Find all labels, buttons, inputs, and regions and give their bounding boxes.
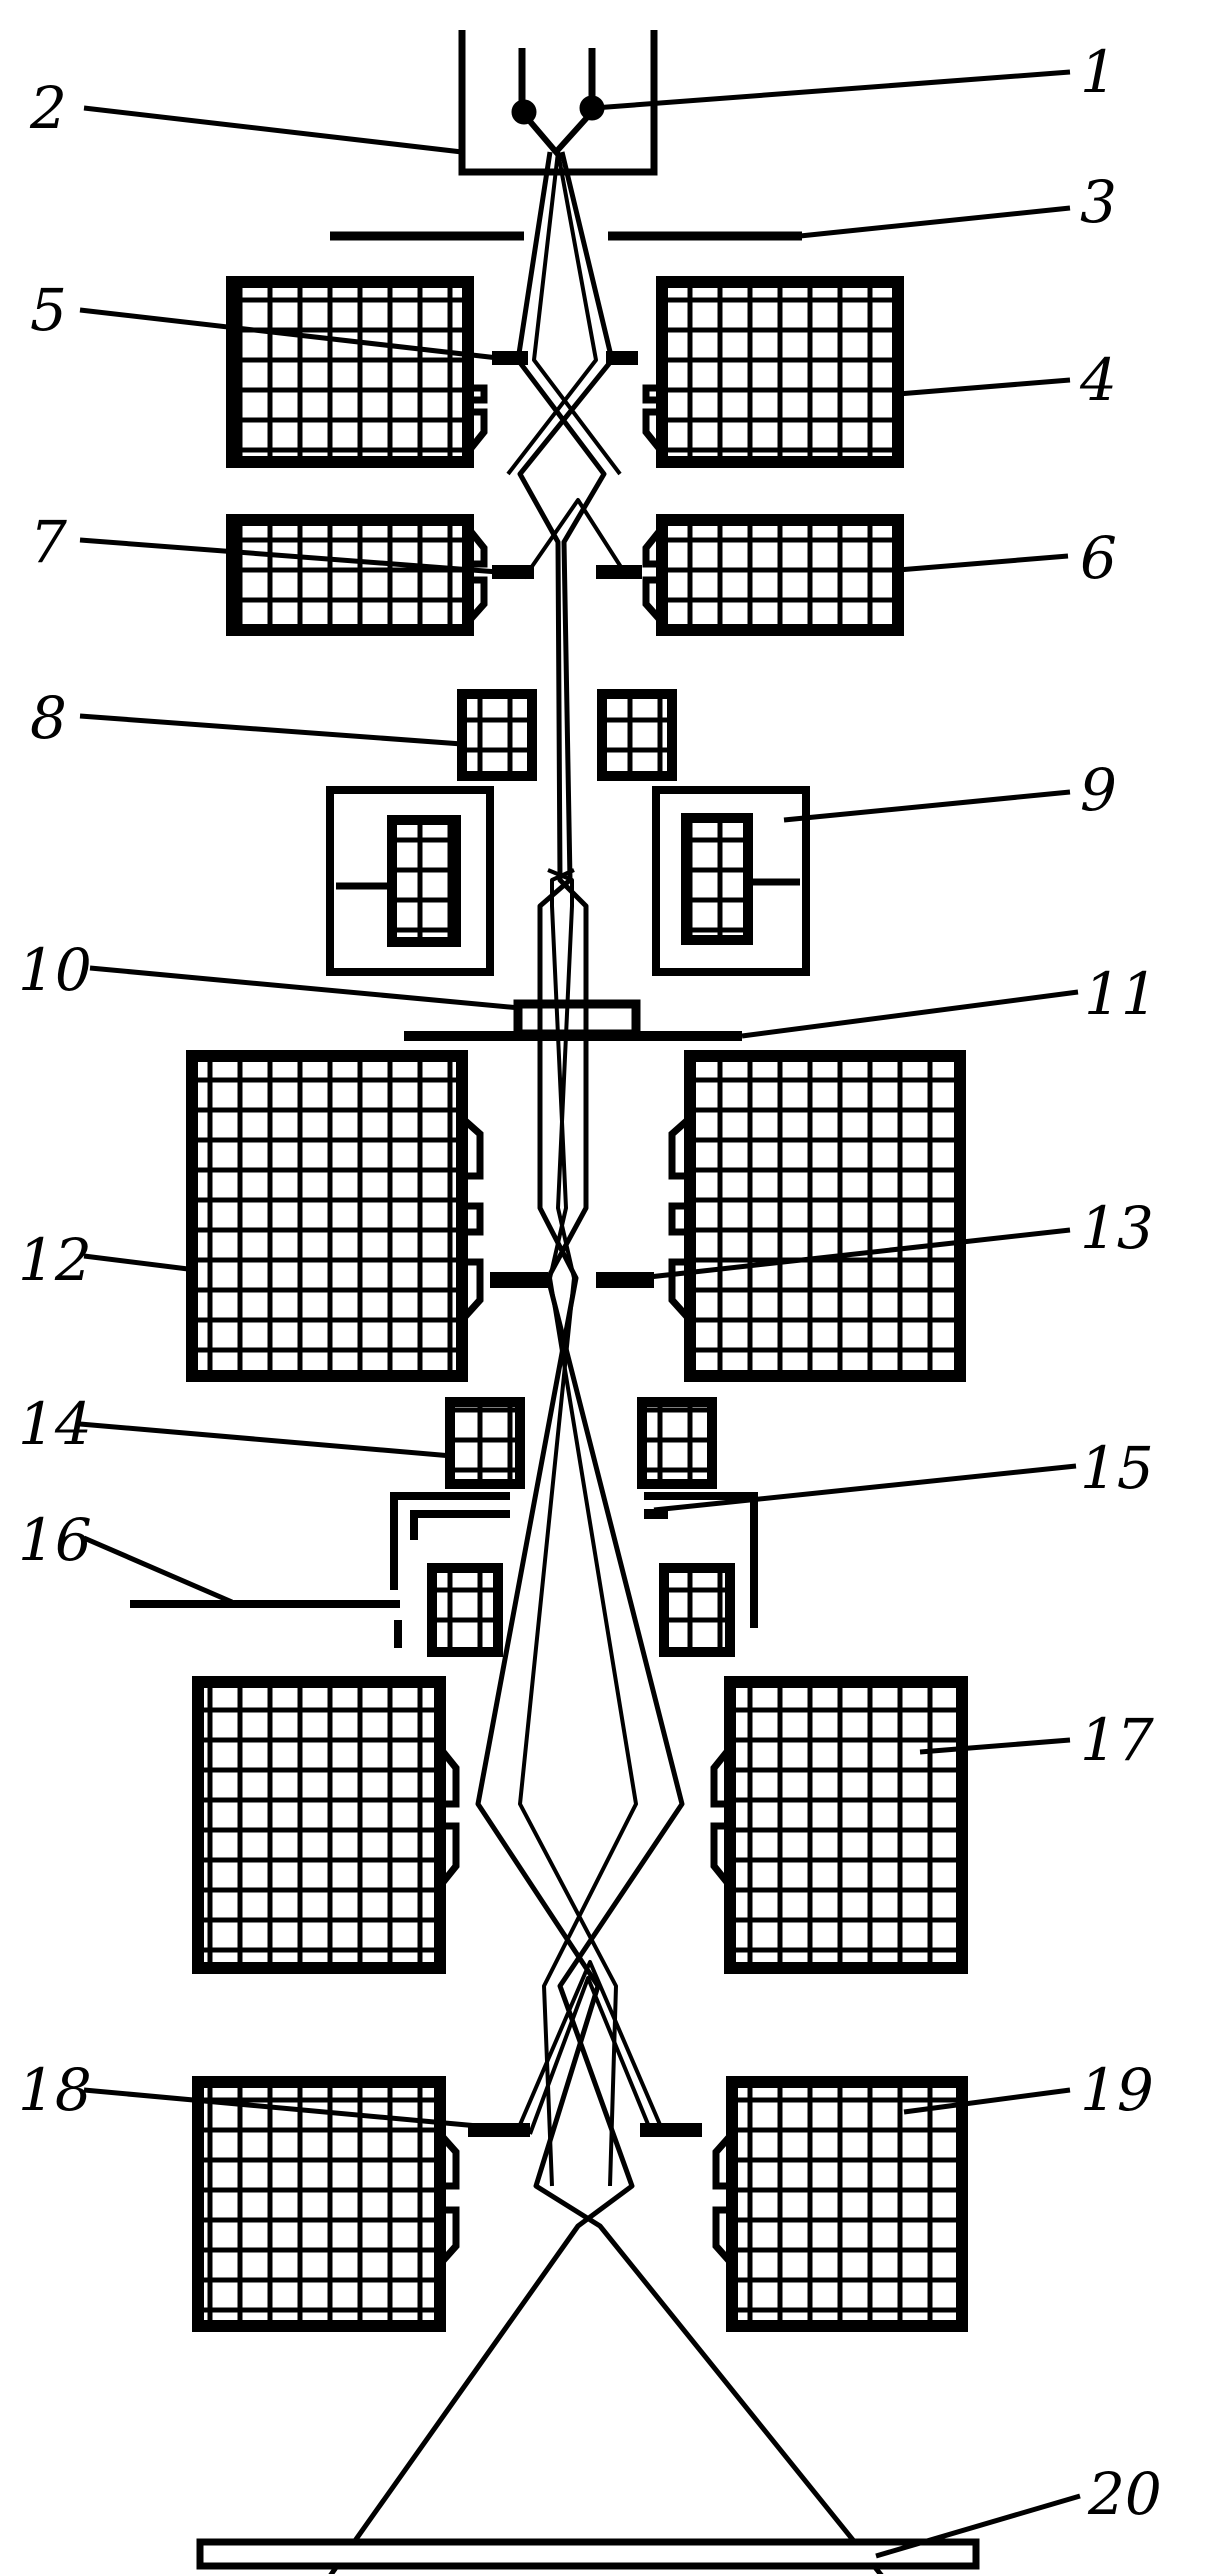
- yoke-coil-left: [387, 815, 461, 947]
- pole-piece-lens1-left: [465, 384, 488, 455]
- leader-9: [783, 789, 1071, 823]
- leader-16: [83, 1535, 233, 1605]
- leader-5: [79, 307, 499, 361]
- leader-1: [593, 69, 1071, 111]
- specimen-holder: [513, 999, 641, 1039]
- leader-14: [79, 1421, 453, 1459]
- pole-piece-lens2-left: [465, 525, 488, 625]
- callout-2: 2: [29, 74, 67, 142]
- callout-18: 18: [18, 2056, 92, 2124]
- pole-piece-objective-left: [459, 1115, 484, 1323]
- callout-13: 13: [1080, 1194, 1154, 1262]
- intermediate-lens-coil-right: [724, 1676, 968, 1974]
- intermediate-lens-coil-left: [192, 1676, 446, 1974]
- leader-20: [875, 2493, 1081, 2559]
- projector-lens-coil-left: [192, 2076, 446, 2332]
- yoke-coil-right: [681, 813, 753, 945]
- callout-10: 10: [18, 936, 92, 1004]
- deflector-coil-lower-left: [427, 1563, 503, 1657]
- objective-lens-coil-left: [186, 1050, 468, 1382]
- beam-ray-inner-b: [506, 151, 598, 476]
- callout-8: 8: [30, 684, 67, 752]
- pole-piece-intermediate-right: [710, 1745, 733, 1889]
- pole-piece-lens1-right: [642, 384, 665, 455]
- leader-15: [653, 1463, 1077, 1513]
- beam-ray-outer-a: [475, 151, 884, 2574]
- shield-left: [390, 1492, 510, 1590]
- cathode-node-left: [511, 99, 537, 125]
- stigmator-coil-right: [597, 689, 677, 781]
- condenser-lens-2-coil-right: [656, 514, 904, 636]
- beam-ray-inner-d: [518, 868, 618, 2187]
- leader-19: [903, 2087, 1071, 2115]
- leader-12: [83, 1253, 197, 1273]
- callout-17: 17: [1080, 1706, 1154, 1774]
- leader-6: [897, 553, 1069, 573]
- beam-ray-fan-b: [528, 1976, 654, 2135]
- leader-lines: [79, 69, 1081, 2559]
- leader-17: [919, 1737, 1071, 1755]
- callout-16: 16: [18, 1506, 92, 1574]
- leader-7: [79, 537, 499, 575]
- leader-8: [79, 713, 463, 747]
- callout-1: 1: [1080, 38, 1117, 106]
- callout-15: 15: [1080, 1434, 1154, 1502]
- shield-housing: [130, 1492, 758, 1648]
- viewing-screen: [196, 2538, 980, 2570]
- leader-18: [83, 2087, 479, 2129]
- callout-11: 11: [1084, 960, 1158, 1028]
- shield-left-inner: [410, 1510, 510, 1540]
- beam-ray-fan-a: [514, 1960, 666, 2135]
- yoke-frame-left: [326, 786, 494, 976]
- leader-10: [89, 965, 521, 1011]
- beam-ray-outer-b: [328, 151, 685, 2574]
- lens-coils: [186, 276, 968, 2332]
- pole-piece-projector-left: [437, 2131, 460, 2267]
- leader-4: [897, 377, 1071, 397]
- beam-ray-inner-c: [522, 498, 630, 580]
- callout-20: 20: [1087, 2460, 1162, 2528]
- beam-ray-inner-a: [532, 151, 622, 476]
- shield-right: [644, 1492, 758, 1628]
- electron-gun: [458, 30, 658, 176]
- callout-4: 4: [1079, 346, 1117, 414]
- electron-beam: [328, 151, 884, 2574]
- pole-piece-objective-right: [668, 1115, 693, 1323]
- callout-9: 9: [1080, 756, 1117, 824]
- pole-piece-intermediate-left: [437, 1745, 460, 1889]
- callout-19: 19: [1080, 2056, 1154, 2124]
- deflection-yokes: [326, 786, 810, 976]
- leader-11: [741, 989, 1079, 1039]
- leader-13: [621, 1227, 1071, 1283]
- objective-lens-coil-right: [684, 1050, 966, 1382]
- yoke-frame-right: [652, 786, 810, 976]
- callout-7: 7: [30, 508, 67, 576]
- beam-ray-inner-e: [542, 868, 638, 2187]
- deflector-coil-upper-left: [445, 1397, 525, 1489]
- leader-3: [799, 205, 1071, 239]
- callout-12: 12: [18, 1226, 92, 1294]
- pole-piece-projector-right: [712, 2131, 735, 2267]
- stigmator-coil-left: [457, 689, 537, 781]
- condenser-lens-1-coil-left: [226, 276, 474, 468]
- pole-pieces: [437, 384, 735, 2267]
- callout-3: 3: [1080, 168, 1117, 236]
- callout-labels: 1 2 3 4 5 6 7 8 9 10 11 12 13 14 15 16 1…: [18, 38, 1162, 2528]
- projector-lens-coil-right: [726, 2076, 968, 2332]
- condenser-lens-1-coil-right: [656, 276, 904, 468]
- pole-piece-lens2-right: [642, 525, 665, 625]
- callout-14: 14: [18, 1390, 92, 1458]
- callout-6: 6: [1080, 524, 1117, 592]
- condenser-lens-2-coil-left: [226, 514, 474, 636]
- callout-5: 5: [30, 276, 67, 344]
- deflector-coil-lower-right: [659, 1563, 735, 1657]
- deflector-coil-upper-right: [637, 1397, 717, 1489]
- leader-2: [83, 105, 463, 155]
